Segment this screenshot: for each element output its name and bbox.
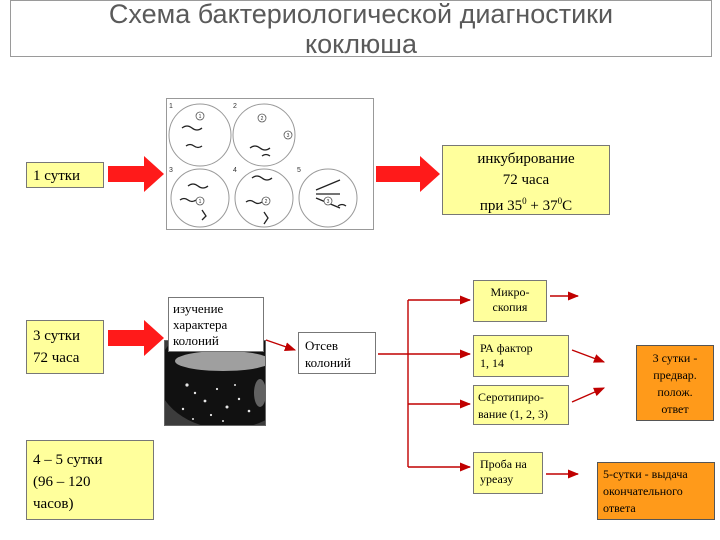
subculture-box: Отсев колоний — [298, 332, 376, 374]
svg-text:3: 3 — [327, 199, 330, 205]
day3-box: 3 сутки 72 часа — [26, 320, 104, 374]
arrow-serotyping-out — [571, 387, 606, 403]
ra-factor-line2: 1, 14 — [480, 356, 504, 370]
day45-line1: 4 – 5 сутки — [33, 452, 103, 468]
prelim-box: 3 сутки - предвар. полож. ответ — [636, 345, 714, 421]
svg-text:3: 3 — [287, 133, 290, 139]
microscopy-box: Микро- скопия — [473, 280, 547, 322]
day1-label: 1 сутки — [33, 168, 81, 184]
prelim-line4: ответ — [661, 402, 689, 416]
plate-circle — [168, 103, 232, 167]
day3-line1: 3 сутки — [33, 328, 81, 344]
day1-box: 1 сутки — [26, 162, 104, 188]
plate-number: 1 — [169, 103, 173, 110]
plate-number: 4 — [233, 167, 237, 174]
urease-line2: уреазу — [480, 472, 514, 486]
arrow-day1-to-plates — [108, 156, 164, 192]
serotyping-box: Серотипиро- вание (1, 2, 3) — [473, 385, 569, 425]
microscopy-line2: скопия — [492, 300, 528, 314]
svg-text:2: 2 — [261, 116, 264, 122]
final-box: 5-сутки - выдача окончательного ответа — [597, 462, 715, 520]
plates-diagram: 1 2 3 4 5 1 2 3 1 2 3 — [166, 98, 374, 230]
final-line1: 5-сутки - выдача — [603, 467, 688, 481]
colony-photo — [164, 340, 266, 426]
plate-number: 5 — [297, 167, 301, 174]
serotyping-line2: вание (1, 2, 3) — [478, 407, 548, 421]
incubation-line1: инкубирование — [477, 151, 575, 167]
urease-box: Проба на уреазу — [473, 452, 543, 494]
arrow-ra-factor-out — [571, 349, 606, 363]
incubation-line2: 72 часа — [502, 172, 550, 188]
plate-circle — [298, 168, 358, 228]
colony-study-line1: изучение — [173, 301, 224, 316]
svg-text:2: 2 — [265, 199, 268, 205]
ra-factor-box: РА фактор 1, 14 — [473, 335, 569, 377]
day45-line2: (96 – 120 — [33, 474, 91, 490]
final-line2: окончательного — [603, 484, 683, 498]
prelim-line3: полож. — [657, 385, 693, 399]
microscopy-line1: Микро- — [490, 285, 530, 299]
colony-study-line3: колоний — [173, 333, 219, 348]
colony-study-line2: характера — [173, 317, 228, 332]
streak-marks — [179, 125, 347, 225]
plate-number: 2 — [233, 103, 237, 110]
final-line3: ответа — [603, 501, 636, 515]
urease-line1: Проба на — [480, 457, 527, 471]
plate-circle — [232, 103, 296, 167]
day3-line2: 72 часа — [33, 350, 80, 366]
plate-markers — [195, 111, 333, 206]
colony-study-box: изучение характера колоний — [168, 297, 264, 352]
plate-marker-numbers: 1 2 3 1 2 3 — [199, 114, 330, 205]
ra-factor-line1: РА фактор — [480, 341, 533, 355]
arrow-plates-to-incubation — [376, 156, 440, 192]
svg-text:1: 1 — [199, 199, 202, 205]
incubation-box: инкубирование 72 часа при 350 + 370С — [442, 145, 610, 215]
page-title: Схема бактериологической диагностики — [108, 0, 614, 29]
day45-box: 4 – 5 сутки (96 – 120 часов) — [26, 440, 154, 520]
incubation-line3: при 350 + 370С — [479, 196, 573, 214]
plate-numbers: 1 2 3 4 5 — [169, 103, 301, 174]
page-title-line2: коклюша — [305, 29, 417, 59]
colony-photo-image — [165, 341, 265, 425]
prelim-line1: 3 сутки - — [652, 351, 698, 365]
arrow-study-to-subculture — [265, 339, 297, 351]
prelim-line2: предвар. — [653, 368, 697, 382]
svg-text:1: 1 — [199, 114, 202, 120]
day45-line3: часов) — [33, 496, 74, 512]
plate-circle — [234, 168, 294, 228]
arrow-day3-to-study — [108, 320, 164, 356]
title-box: Схема бактериологической диагностики кок… — [10, 0, 712, 59]
serotyping-line1: Серотипиро- — [478, 390, 544, 404]
plate-circle — [170, 168, 230, 228]
subculture-line1: Отсев — [305, 338, 339, 353]
subculture-line2: колоний — [305, 355, 351, 370]
plate-number: 3 — [169, 167, 173, 174]
